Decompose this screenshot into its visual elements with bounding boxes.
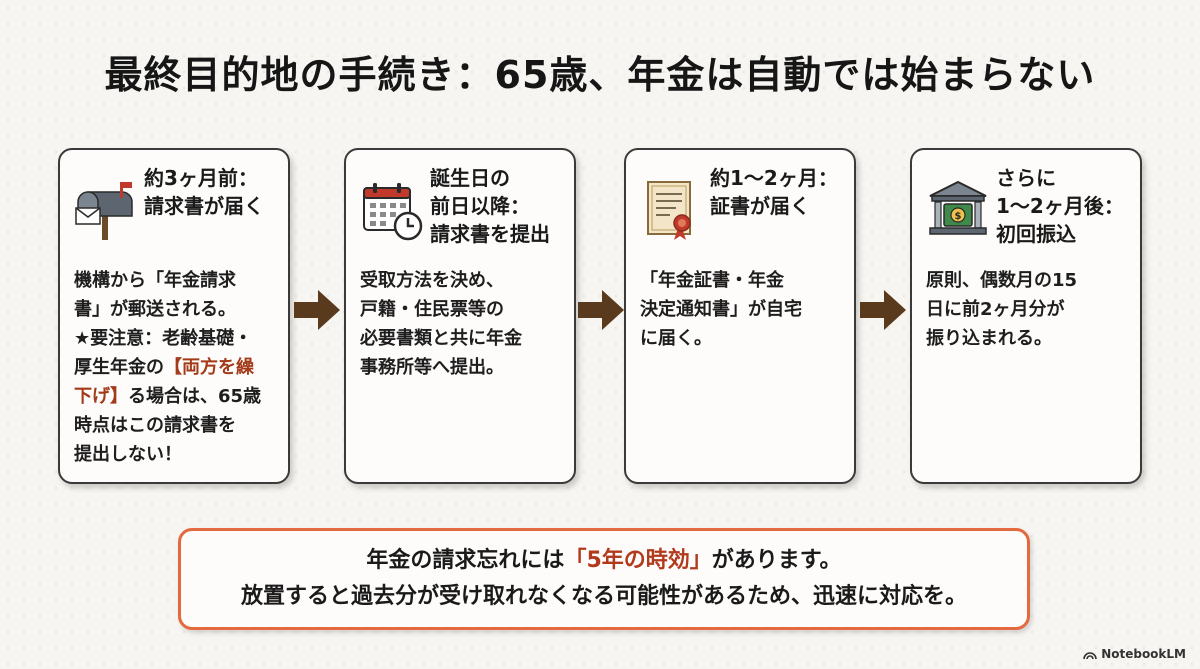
step-body: 原則、偶数月の15 日に前2ヶ月分が 振り込まれる。 — [926, 270, 1078, 349]
arrow-right-icon — [294, 290, 340, 330]
step-card-1: 約3ヶ月前： 請求書が届く 機構から「年金請求 書」が郵送される。 ★要注意：老… — [58, 148, 290, 484]
bank-icon: $ — [929, 180, 987, 235]
step-heading: さらに 1〜2ヶ月後： 初回振込 — [996, 166, 1124, 246]
step-body: 機構から「年金請求 書」が郵送される。 ★要注意：老齢基礎・ 厚生年金の【両方を… — [74, 266, 274, 469]
note-text: があります。 — [711, 548, 842, 573]
note-text: 年金の請求忘れには — [366, 548, 565, 573]
step-card-3: 約1〜2ヶ月： 証書が届く 「年金証書・年金 決定通知書」が自宅 に届く。 — [624, 148, 856, 484]
step-body-part: 機構から「年金請求 書」が郵送される。 ★要注意：老齢基礎・ 厚生年金の — [74, 270, 253, 378]
arrow-right-icon — [578, 290, 624, 330]
brand-name: NotebookLM — [1101, 647, 1186, 661]
step-card-2: 誕生日の 前日以降： 請求書を提出 受取方法を決め、 戸籍・住民票等の 必要書類… — [344, 148, 576, 484]
step-heading: 誕生日の 前日以降： 請求書を提出 — [430, 166, 550, 246]
note-line-2: 放置すると過去分が受け取れなくなる可能性があるため、迅速に対応を。 — [240, 584, 967, 609]
svg-text:$: $ — [955, 211, 962, 222]
note-line-1: 年金の請求忘れには「5年の時効」があります。 — [181, 543, 1027, 579]
step-heading: 約3ヶ月前： 請求書が届く — [144, 166, 264, 218]
brand-watermark: NotebookLM — [1083, 647, 1186, 661]
notebooklm-logo-icon — [1083, 652, 1097, 660]
arrow-right-icon — [860, 290, 906, 330]
page-title: 最終目的地の手続き：65歳、年金は自動では始まらない — [104, 53, 1096, 97]
statute-warning-box: 年金の請求忘れには「5年の時効」があります。 放置すると過去分が受け取れなくなる… — [178, 528, 1030, 630]
step-body-part: る場合は、65歳 時点はこの請求書を 提出しない！ — [74, 386, 262, 465]
step-card-4: $ さらに 1〜2ヶ月後： 初回振込 原則、偶数月の15 日に前2ヶ月分が 振り… — [910, 148, 1142, 484]
calendar-clock-icon — [363, 183, 423, 241]
certificate-icon — [647, 181, 691, 240]
mailbox-icon — [75, 182, 133, 240]
note-highlight: 「5年の時効」 — [564, 548, 712, 573]
step-heading: 約1〜2ヶ月： 証書が届く — [710, 166, 838, 218]
step-body: 「年金証書・年金 決定通知書」が自宅 に届く。 — [640, 270, 802, 349]
step-body: 受取方法を決め、 戸籍・住民票等の 必要書類と共に年金 事務所等へ提出。 — [360, 270, 522, 378]
step-body-highlight: 【両方を繰 下げ】 — [74, 357, 254, 407]
